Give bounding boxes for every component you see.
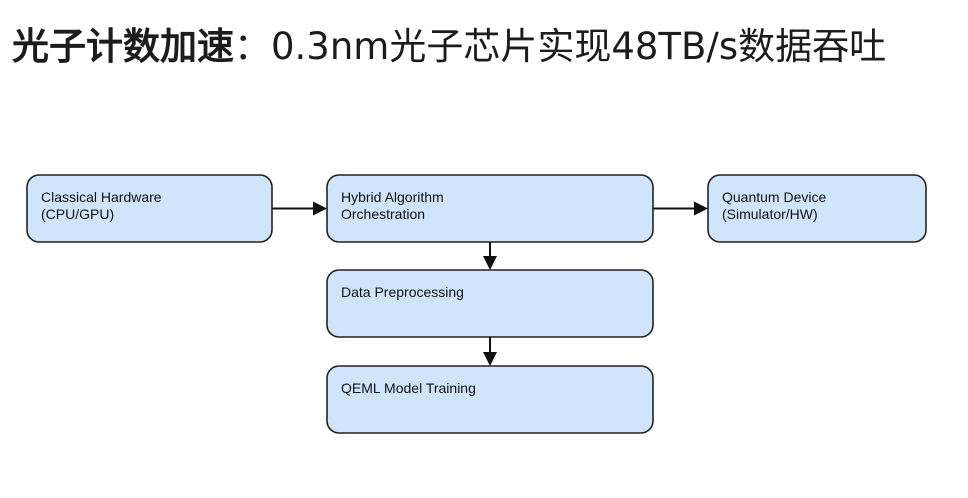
- edge-hybrid-to-quantum: [653, 201, 708, 216]
- node-label-training-0: QEML Model Training: [341, 380, 476, 396]
- node-box-hybrid: [326, 174, 654, 243]
- heading-separator: ：: [234, 25, 271, 68]
- nodes-layer: Classical Hardware(CPU/GPU) Hybrid Algori…: [26, 174, 927, 434]
- edge-preprocess-to-training: [483, 337, 497, 366]
- node-preprocess: Data Preprocessing: [326, 269, 654, 338]
- node-label-classical-0: Classical Hardware: [41, 189, 162, 205]
- node-label-quantum-1: (Simulator/HW): [722, 206, 818, 222]
- arrowhead-preprocess-training: [483, 352, 497, 366]
- heading-rest: 0.3nm光子芯片实现48TB/s数据吞吐: [271, 25, 887, 68]
- node-box-quantum: [707, 174, 927, 243]
- arrowhead-classical-hybrid: [313, 201, 327, 216]
- node-quantum: Quantum Device(Simulator/HW): [707, 174, 927, 243]
- edge-hybrid-to-preprocess: [483, 242, 497, 270]
- node-training: QEML Model Training: [326, 365, 654, 434]
- node-box-training: [326, 365, 654, 434]
- arrowhead-hybrid-preprocess: [483, 256, 497, 270]
- node-label-classical-1: (CPU/GPU): [41, 206, 114, 222]
- node-label-preprocess-0: Data Preprocessing: [341, 284, 464, 300]
- node-label-quantum-0: Quantum Device: [722, 189, 826, 205]
- arrowhead-hybrid-quantum: [694, 201, 708, 216]
- heading-bold: 光子计数加速: [12, 25, 234, 68]
- node-classical: Classical Hardware(CPU/GPU): [26, 174, 273, 243]
- edge-classical-to-hybrid: [272, 201, 327, 216]
- page-heading: 光子计数加速：0.3nm光子芯片实现48TB/s数据吞吐: [12, 14, 952, 80]
- edges-layer: [272, 201, 708, 366]
- node-label-hybrid-0: Hybrid Algorithm: [341, 189, 444, 205]
- node-box-preprocess: [326, 269, 654, 338]
- node-box-classical: [26, 174, 273, 243]
- node-label-hybrid-1: Orchestration: [341, 206, 425, 222]
